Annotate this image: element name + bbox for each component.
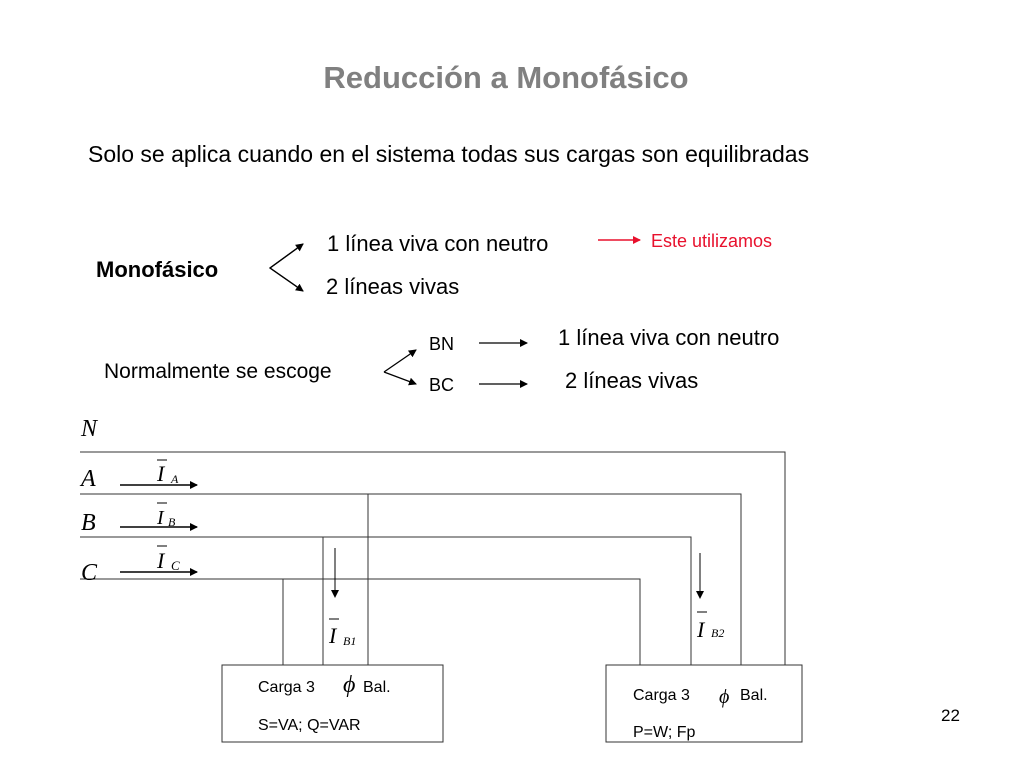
label-c: C bbox=[81, 560, 98, 586]
bc-label: BC bbox=[429, 375, 455, 395]
note-este-utilizamos: Este utilizamos bbox=[651, 231, 773, 251]
branch-arrows-monofasico bbox=[268, 243, 528, 388]
line-a bbox=[80, 493, 742, 665]
load1-params: S=VA; Q=VAR bbox=[258, 717, 361, 734]
label-a: A bbox=[79, 466, 96, 492]
current-ia: I bbox=[156, 461, 166, 486]
monofasico-label: Monofásico bbox=[96, 257, 219, 282]
line-b bbox=[80, 536, 692, 665]
load-box-1 bbox=[221, 664, 444, 743]
line-c bbox=[80, 578, 641, 665]
current-ic: I bbox=[156, 548, 166, 573]
option-two-lines: 2 líneas vivas bbox=[326, 274, 460, 299]
bn-label: BN bbox=[429, 334, 455, 354]
current-arrows bbox=[120, 481, 704, 599]
power-lines bbox=[80, 451, 803, 743]
bn-result: 1 línea viva con neutro bbox=[558, 325, 780, 350]
load2-params: P=W; Fp bbox=[633, 724, 695, 741]
label-b: B bbox=[81, 510, 96, 536]
intro-text: Solo se aplica cuando en el sistema toda… bbox=[88, 141, 810, 167]
current-ib1: I bbox=[328, 623, 338, 648]
label-n: N bbox=[80, 416, 99, 442]
current-ib2-sub: B2 bbox=[711, 626, 724, 640]
page-number: 22 bbox=[941, 706, 960, 725]
current-ib2: I bbox=[696, 617, 706, 642]
load1-bal: Bal. bbox=[363, 679, 391, 696]
slide-title: Reducción a Monofásico bbox=[323, 60, 689, 95]
current-ib-sub: B bbox=[168, 515, 176, 529]
seleccion-label: Normalmente se escoge bbox=[104, 360, 332, 383]
current-ia-sub: A bbox=[170, 472, 179, 486]
current-ib: I bbox=[156, 507, 165, 529]
line-n bbox=[80, 451, 786, 665]
load2-title: Carga 3 bbox=[633, 687, 690, 704]
phi-icon: ϕ bbox=[343, 672, 355, 698]
current-ib1-sub: B1 bbox=[343, 634, 356, 648]
phi-icon: ϕ bbox=[719, 686, 729, 708]
current-overbars bbox=[157, 459, 707, 620]
bc-result: 2 líneas vivas bbox=[565, 368, 699, 393]
option-one-line-neutral: 1 línea viva con neutro bbox=[327, 231, 549, 256]
load-box-2 bbox=[605, 664, 803, 743]
load2-bal: Bal. bbox=[740, 687, 768, 704]
current-ic-sub: C bbox=[171, 558, 180, 573]
load1-title: Carga 3 bbox=[258, 679, 315, 696]
